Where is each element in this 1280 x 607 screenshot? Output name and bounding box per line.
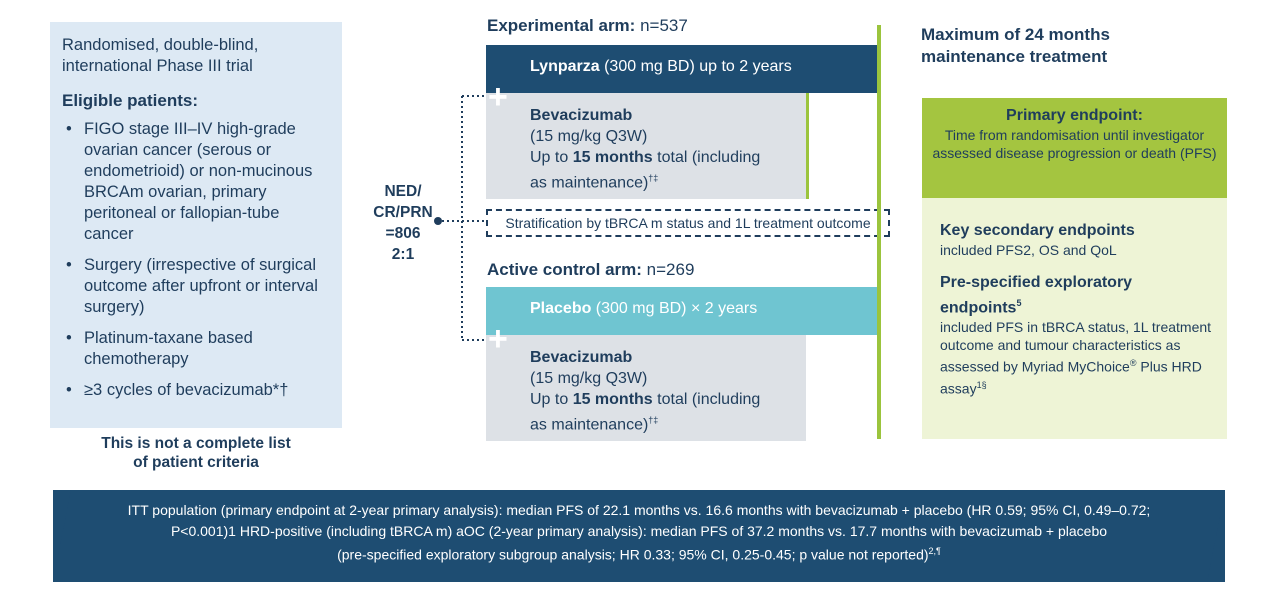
bevacizumab-box-experimental: Bevacizumab (15 mg/kg Q3W) Up to 15 mont…	[486, 93, 808, 199]
bevacizumab-box-control: Bevacizumab (15 mg/kg Q3W) Up to 15 mont…	[486, 335, 806, 441]
bevacizumab-total: total (including	[652, 391, 761, 408]
results-banner-text: ITT population (primary endpoint at 2-ye…	[105, 500, 1173, 565]
bevacizumab-end-line	[806, 93, 809, 199]
bevacizumab-upto: Up to	[530, 149, 573, 166]
lynparza-drug: Lynparza	[530, 58, 600, 75]
banner-line: (pre-specified exploratory subgroup anal…	[105, 541, 1173, 565]
bevacizumab-maint-text: as maintenance)	[530, 174, 649, 192]
primary-endpoint-text: Time from randomisation until investigat…	[932, 127, 1217, 161]
maximum-treatment-heading: Maximum of 24 months maintenance treatme…	[921, 24, 1221, 68]
criteria-item: FIGO stage III–IV high-grade ovarian can…	[62, 119, 330, 245]
placebo-label: Placebo (300 mg BD) × 2 years	[530, 300, 757, 318]
secondary-endpoints-text: included PFS2, OS and QoL	[940, 242, 1117, 258]
registered-mark: ®	[1129, 358, 1137, 369]
plus-icon: +	[488, 78, 508, 116]
secondary-endpoints-title: Key secondary endpoints	[940, 222, 1135, 239]
bevacizumab-duration: Up to 15 months total (including	[530, 389, 806, 410]
experimental-arm-n: n=537	[635, 16, 688, 35]
bevacizumab-dose: (15 mg/kg Q3W)	[530, 370, 648, 387]
randomisation-dot	[434, 217, 442, 225]
eligibility-heading: Eligible patients:	[62, 91, 199, 110]
exploratory-endpoints-text: included PFS in tBRCA status, 1L treatme…	[940, 318, 1222, 397]
plus-icon: +	[488, 320, 508, 358]
banner-shape	[53, 490, 1225, 582]
experimental-arm-title: Experimental arm:	[487, 16, 636, 35]
results-banner	[53, 490, 1225, 582]
bevacizumab-months: 15 months	[572, 391, 653, 408]
criteria-footnote-line: of patient criteria	[133, 454, 259, 471]
control-arm-title: Active control arm:	[487, 260, 642, 279]
exploratory-title-text: Pre-specified exploratory endpoints	[940, 274, 1133, 317]
randomisation-connector	[442, 95, 496, 341]
exploratory-endpoints-title: Pre-specified exploratory endpoints5	[940, 273, 1190, 318]
control-arm-n: n=269	[641, 260, 695, 279]
placebo-drug: Placebo	[530, 300, 592, 317]
bevacizumab-maintenance: as maintenance)†‡	[530, 410, 806, 435]
bevacizumab-maint-text: as maintenance)	[530, 416, 649, 434]
bevacizumab-maintenance: as maintenance)†‡	[530, 168, 808, 193]
lynparza-bar: Lynparza (300 mg BD) up to 2 years	[486, 45, 878, 93]
bevacizumab-title: Bevacizumab	[530, 349, 633, 366]
randomisation-line: 2:1	[391, 246, 415, 263]
eligibility-panel: Randomised, double-blind, international …	[50, 22, 342, 428]
treatment-end-line	[877, 25, 881, 439]
randomisation-line: NED/	[384, 183, 422, 200]
maximum-heading-line: Maximum of 24 months	[921, 25, 1110, 44]
bevacizumab-dose: (15 mg/kg Q3W)	[530, 128, 648, 145]
randomisation-line: CR/PRN	[373, 204, 433, 221]
randomisation-line: =806	[385, 225, 421, 242]
placebo-dose: (300 mg BD) × 2 years	[591, 300, 758, 317]
randomisation-label: NED/ CR/PRN =806 2:1	[372, 181, 434, 265]
banner-line: P<0.001)1 HRD-positive (including tBRCA …	[170, 522, 1108, 539]
bevacizumab-footnote-mark: †‡	[648, 173, 659, 183]
trial-description: Randomised, double-blind, international …	[62, 36, 259, 75]
experimental-arm-heading: Experimental arm: n=537	[487, 16, 688, 36]
lynparza-dose: (300 mg BD) up to 2 years	[599, 58, 792, 75]
exploratory-text: included PFS in tBRCA status, 1L treatme…	[940, 319, 1212, 375]
exploratory-footnote-mark: 5	[1016, 298, 1022, 308]
criteria-list: FIGO stage III–IV high-grade ovarian can…	[62, 119, 330, 401]
bevacizumab-footnote-mark: †‡	[648, 415, 659, 425]
exploratory-tail: Plus HRD assay	[940, 358, 1202, 397]
banner-line3-text: (pre-specified exploratory subgroup anal…	[337, 546, 929, 563]
primary-endpoint-title: Primary endpoint:	[1006, 107, 1143, 124]
control-arm-heading: Active control arm: n=269	[487, 260, 694, 280]
criteria-item: ≥3 cycles of bevacizumab*†	[62, 380, 330, 401]
bevacizumab-duration: Up to 15 months total (including	[530, 147, 808, 168]
stratification-box: Stratification by tBRCA m status and 1L …	[486, 209, 890, 237]
exploratory-tail-footnote: 1§	[976, 379, 987, 390]
primary-endpoint-box: Primary endpoint: Time from randomisatio…	[922, 98, 1227, 198]
criteria-footnote-line: This is not a complete list	[101, 435, 291, 452]
criteria-item: Surgery (irrespective of surgical outcom…	[62, 255, 330, 318]
lynparza-label: Lynparza (300 mg BD) up to 2 years	[530, 58, 792, 76]
bevacizumab-total: total (including	[652, 149, 761, 166]
placebo-bar: Placebo (300 mg BD) × 2 years	[486, 287, 878, 335]
secondary-endpoints-box: Key secondary endpoints included PFS2, O…	[922, 198, 1227, 439]
bevacizumab-upto: Up to	[530, 391, 573, 408]
bevacizumab-title: Bevacizumab	[530, 107, 633, 124]
bevacizumab-months: 15 months	[572, 149, 653, 166]
criteria-footnote: This is not a complete list of patient c…	[50, 434, 342, 472]
banner-footnote-mark: 2,¶	[928, 546, 941, 556]
criteria-item: Platinum-taxane based chemotherapy	[62, 328, 330, 370]
banner-line: ITT population (primary endpoint at 2-ye…	[127, 502, 1151, 518]
maximum-heading-line: maintenance treatment	[921, 47, 1108, 66]
